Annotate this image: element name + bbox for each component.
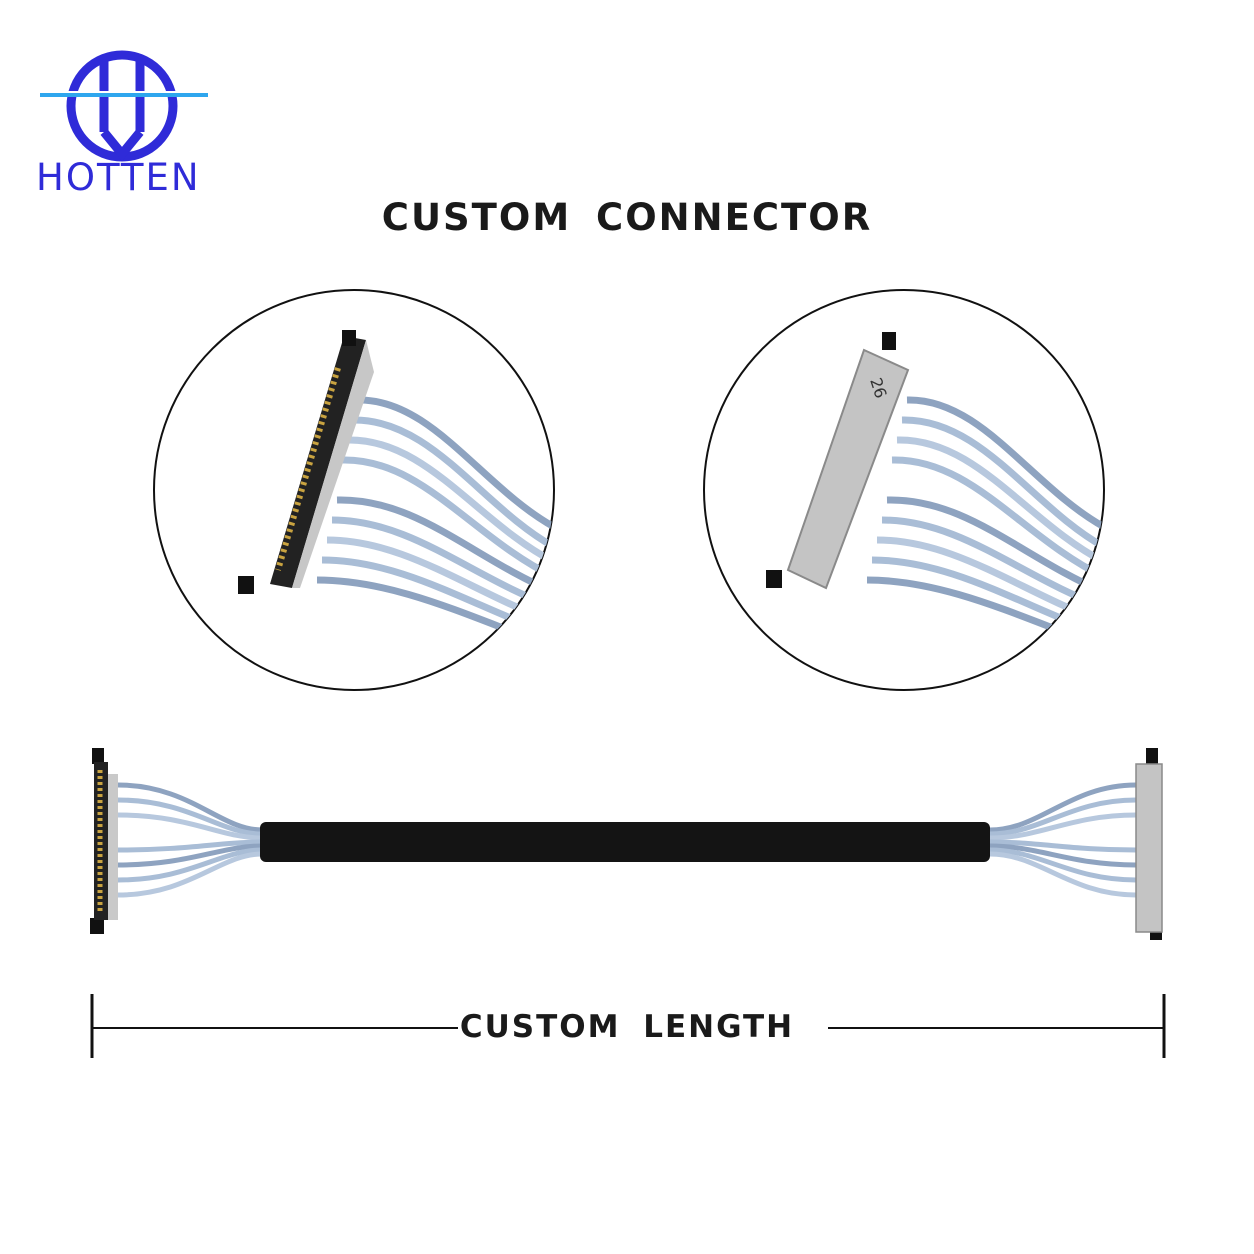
connector-front-closeup — [153, 289, 555, 691]
brand-name: HOTTEN — [36, 156, 201, 199]
connector-body-front — [238, 330, 374, 594]
page-title: CUSTOM CONNECTOR — [381, 196, 873, 239]
cable-assembly — [90, 748, 1163, 940]
length-dimension-line — [90, 994, 1166, 1058]
connector-body-back: 26 — [766, 332, 910, 590]
right-wire-fan — [989, 782, 1137, 898]
left-wire-fan — [117, 782, 263, 898]
connector-back-closeup: 26 — [703, 289, 1105, 691]
left-connector — [90, 748, 118, 934]
right-connector — [1135, 748, 1163, 940]
hotten-logo-icon — [40, 50, 208, 162]
black-sleeve — [260, 822, 990, 862]
length-label: CUSTOM LENGTH — [459, 1009, 795, 1045]
